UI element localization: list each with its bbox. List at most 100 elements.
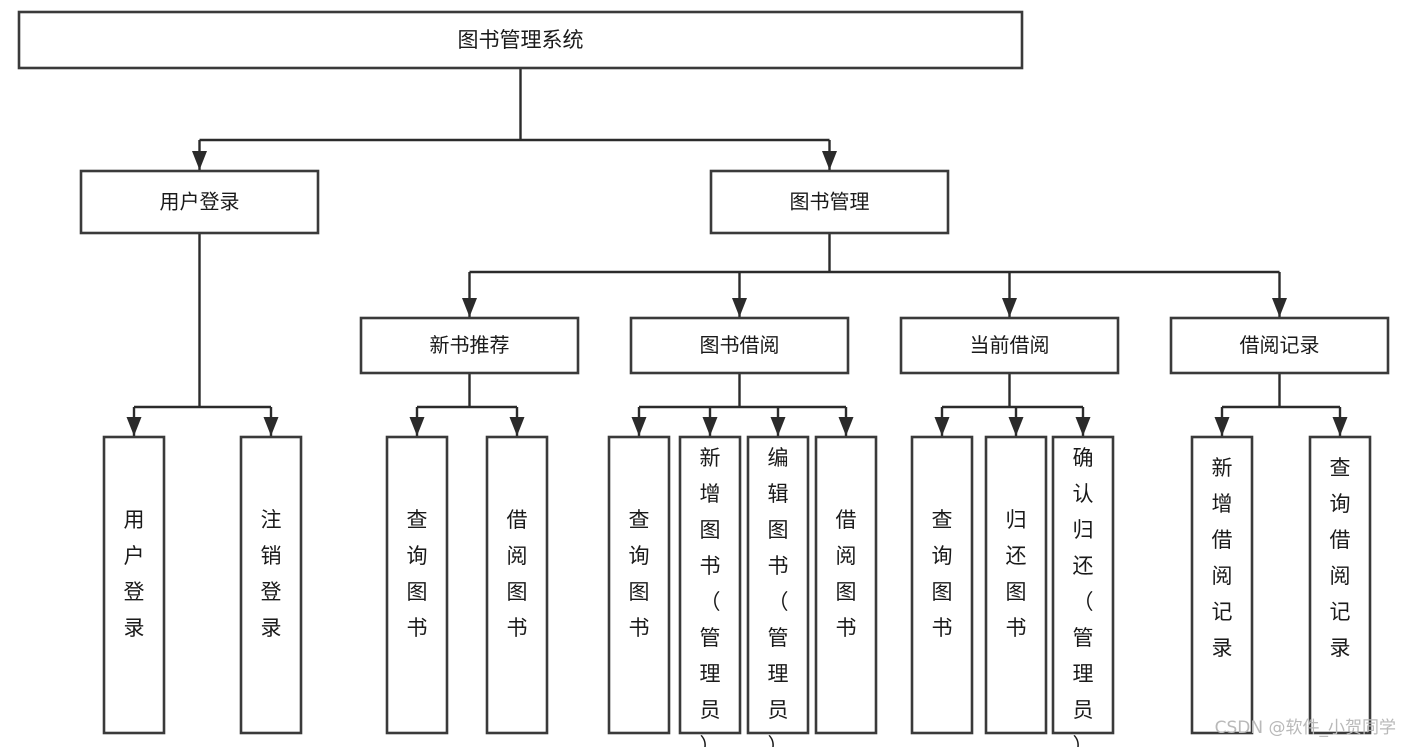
node-label-char: 查 bbox=[1330, 456, 1351, 480]
node-label-char: 书 bbox=[407, 616, 428, 640]
arrow-to-leaf-borrow-book-1 bbox=[509, 417, 525, 436]
arrow-to-leaf-query-book-2 bbox=[631, 417, 647, 436]
node-box bbox=[1308, 435, 1372, 735]
node-box bbox=[79, 169, 320, 235]
node-root-system[interactable]: 图书管理系统 bbox=[17, 10, 1024, 70]
node-current-borrow[interactable]: 当前借阅 bbox=[899, 316, 1120, 375]
node-label-char: 员 bbox=[768, 698, 789, 722]
node-label: 用户登录 bbox=[160, 190, 240, 214]
node-box bbox=[485, 435, 549, 735]
node-label-char: 员 bbox=[1073, 698, 1094, 722]
node-label-char: 理 bbox=[768, 662, 789, 686]
node-label-char: 还 bbox=[1073, 554, 1094, 578]
node-label-char: 还 bbox=[1006, 544, 1027, 568]
node-label-char: 销 bbox=[261, 544, 282, 568]
arrow-to-new-book-recommend bbox=[462, 298, 477, 317]
node-label-char: 书 bbox=[836, 616, 857, 640]
node-label-char: 新 bbox=[700, 446, 721, 470]
arrow-to-book-borrow bbox=[732, 298, 747, 317]
node-label-char: 询 bbox=[407, 544, 428, 568]
node-leaf-user-login[interactable]: 用户登录 bbox=[102, 435, 166, 735]
node-box bbox=[607, 435, 671, 735]
node-label-char: 辑 bbox=[768, 482, 789, 506]
node-book-manage[interactable]: 图书管理 bbox=[709, 169, 950, 235]
node-label-char: 录 bbox=[1212, 636, 1233, 660]
node-label-char: 阅 bbox=[1330, 564, 1351, 588]
node-label-char: 图 bbox=[629, 580, 650, 604]
node-box bbox=[1190, 435, 1254, 735]
node-label-char: 新 bbox=[1212, 456, 1233, 480]
arrow-to-leaf-query-borrow-record bbox=[1332, 417, 1348, 436]
node-box bbox=[102, 435, 166, 735]
node-box bbox=[746, 435, 810, 735]
node-label-char: 书 bbox=[700, 554, 721, 578]
node-label-char: 阅 bbox=[1212, 564, 1233, 588]
node-label-char: 询 bbox=[1330, 492, 1351, 516]
arrow-to-leaf-query-book-3 bbox=[934, 417, 950, 436]
arrow-to-leaf-user-login bbox=[126, 417, 142, 436]
node-borrow-record[interactable]: 借阅记录 bbox=[1169, 316, 1390, 375]
node-label: 图书管理 bbox=[790, 190, 870, 214]
node-new-book-recommend[interactable]: 新书推荐 bbox=[359, 316, 580, 375]
node-box bbox=[899, 316, 1120, 375]
node-layer: 图书管理系统用户登录图书管理新书推荐图书借阅当前借阅借阅记录用户登录注销登录查询… bbox=[17, 10, 1390, 747]
node-label-char: ） bbox=[1073, 734, 1094, 747]
arrow-to-leaf-return-book bbox=[1008, 417, 1024, 436]
node-label-char: 管 bbox=[700, 626, 721, 650]
node-label-char: 确 bbox=[1073, 446, 1094, 470]
node-label-char: 图 bbox=[932, 580, 953, 604]
node-label: 图书管理系统 bbox=[458, 28, 584, 52]
arrow-to-book-manage bbox=[822, 151, 837, 170]
node-label-char: 记 bbox=[1212, 600, 1233, 624]
node-label-char: 录 bbox=[1330, 636, 1351, 660]
node-label-char: 询 bbox=[932, 544, 953, 568]
node-label-char: 图 bbox=[768, 518, 789, 542]
node-label-char: 用 bbox=[124, 508, 145, 532]
node-label-char: 录 bbox=[124, 616, 145, 640]
node-box bbox=[239, 435, 303, 735]
arrow-to-leaf-edit-book-admin bbox=[770, 417, 786, 436]
node-label-char: 询 bbox=[629, 544, 650, 568]
node-label-char: 增 bbox=[700, 482, 721, 506]
arrow-to-user-login bbox=[192, 151, 207, 170]
node-user-login[interactable]: 用户登录 bbox=[79, 169, 320, 235]
node-label-char: 员 bbox=[700, 698, 721, 722]
node-label-char: 登 bbox=[261, 580, 282, 604]
node-label-char: 书 bbox=[1006, 616, 1027, 640]
node-box bbox=[678, 435, 742, 735]
node-box bbox=[1169, 316, 1390, 375]
node-label-char: 查 bbox=[932, 508, 953, 532]
node-box bbox=[910, 435, 974, 735]
node-label-char: 书 bbox=[629, 616, 650, 640]
node-label-char: 阅 bbox=[836, 544, 857, 568]
arrow-to-leaf-borrow-book-2 bbox=[838, 417, 854, 436]
node-label: 图书借阅 bbox=[700, 333, 780, 357]
node-label: 新书推荐 bbox=[430, 333, 510, 357]
node-label-char: 归 bbox=[1006, 508, 1027, 532]
node-label-char: ） bbox=[700, 734, 721, 747]
node-box bbox=[814, 435, 878, 735]
node-box bbox=[359, 316, 580, 375]
node-label-char: 书 bbox=[768, 554, 789, 578]
node-label-char: （ bbox=[700, 590, 721, 614]
node-label-char: 书 bbox=[507, 616, 528, 640]
node-box bbox=[629, 316, 850, 375]
node-book-borrow[interactable]: 图书借阅 bbox=[629, 316, 850, 375]
arrow-to-leaf-add-book-admin bbox=[702, 417, 718, 436]
connector-layer bbox=[126, 68, 1348, 436]
node-box bbox=[984, 435, 1048, 735]
node-label-char: 图 bbox=[836, 580, 857, 604]
node-label-char: 借 bbox=[1330, 528, 1351, 552]
